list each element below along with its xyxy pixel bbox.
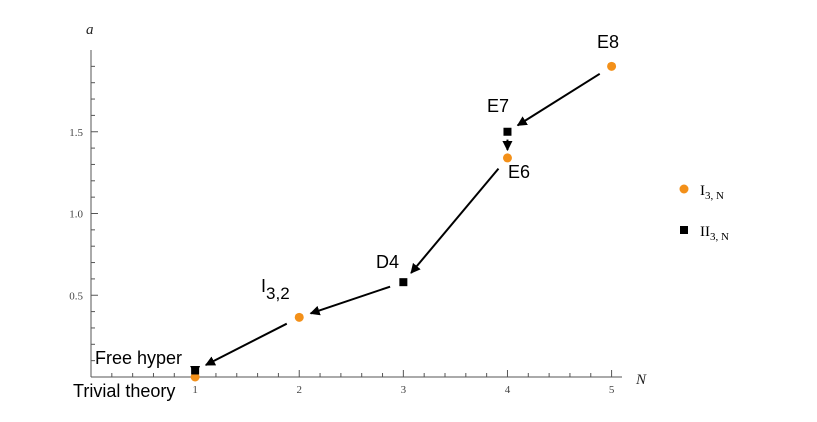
- data-points: [190, 61, 617, 382]
- legend-label-ii3n-sub: 3, N: [710, 231, 729, 243]
- point-square: [399, 278, 408, 287]
- legend-marker-i3n: [679, 184, 689, 194]
- legend-marker-ii3n: [680, 226, 688, 234]
- y-axis-title: a: [86, 22, 94, 38]
- y-axis-ticks: 0.5 1.0 1.5: [69, 65, 98, 362]
- point-circle: [294, 312, 304, 322]
- x-tick-label: 5: [609, 384, 615, 396]
- label-i32: I3,2: [261, 276, 290, 303]
- y-tick-label: 0.5: [69, 290, 83, 302]
- legend-label-ii3n-main: II: [700, 224, 710, 240]
- x-tick-label: 1: [192, 384, 198, 396]
- y-tick-label: 1.5: [69, 127, 83, 139]
- arrows: [190, 72, 601, 377]
- legend: I3, N II3, N: [679, 183, 729, 243]
- legend-label-i3n: I3, N: [700, 183, 724, 202]
- legend-label-i3n-sub: 3, N: [705, 190, 724, 202]
- legend-label-i3n-main: I: [700, 183, 705, 199]
- label-i32-main: I: [261, 276, 266, 296]
- flow-arrow: [309, 285, 391, 316]
- label-e8: E8: [597, 32, 619, 52]
- legend-label-ii3n: II3, N: [700, 224, 729, 243]
- point-circle: [607, 61, 617, 71]
- point-circle: [190, 372, 200, 382]
- label-d4: D4: [376, 252, 399, 272]
- y-tick-label: 1.0: [69, 209, 83, 221]
- flow-arrow: [410, 167, 500, 274]
- point-square: [191, 366, 200, 375]
- x-tick-label: 2: [296, 384, 302, 396]
- x-tick-label: 3: [401, 384, 407, 396]
- point-circle: [502, 153, 512, 163]
- x-axis-title: N: [635, 372, 647, 388]
- flow-arrow: [516, 72, 601, 127]
- label-e6: E6: [508, 162, 530, 182]
- label-e7: E7: [487, 96, 509, 116]
- x-tick-label: 4: [505, 384, 511, 396]
- label-i32-sub: 3,2: [266, 284, 290, 303]
- label-trivial-theory: Trivial theory: [73, 381, 175, 401]
- label-free-hyper: Free hyper: [95, 348, 182, 368]
- point-square: [503, 127, 512, 136]
- x-axis-ticks: 1 2 3 4 5: [111, 370, 615, 396]
- flow-arrow: [204, 322, 288, 366]
